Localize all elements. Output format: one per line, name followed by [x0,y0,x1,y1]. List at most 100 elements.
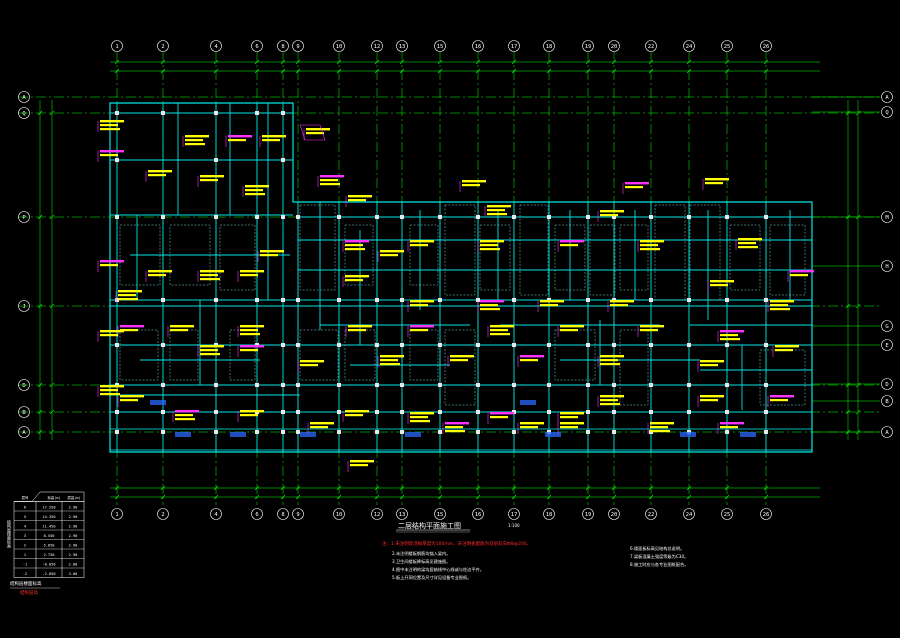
grid-bubble-label: 16 [475,512,482,518]
slab-hatch [520,400,536,405]
rebar-note-line [320,179,338,182]
rebar-note-line [600,395,624,398]
rebar-note [537,300,564,312]
rebar-note-line [410,325,434,328]
rebar-note [237,270,264,282]
rebar-note-line [610,300,634,303]
rebar-note [182,135,209,147]
room-outline [769,224,806,296]
rebar-note-line [540,304,558,307]
rebar-note [697,360,724,372]
rebar-note-line [240,410,264,413]
legend-cell: 2.90 [69,506,78,510]
rebar-note-line [650,430,670,433]
legend-cell: 2.90 [69,553,78,557]
column-node [214,430,218,434]
grid-bubble-label: 1 [115,512,118,518]
rebar-note [145,270,172,282]
notes-right-block: 6.楼面板标高见结构总说明。7.梁板混凝土强度等级为C30。8.施工时应与各专业… [630,545,688,569]
column-node [612,410,616,414]
note-line: 7.梁板混凝土强度等级为C30。 [630,554,689,559]
rebar-note-line [490,333,510,336]
rebar-note [557,412,584,424]
rebar-note-line [100,385,124,388]
rebar-note-line [770,395,794,398]
rebar-note-line [600,355,624,358]
rebar-note [303,128,330,140]
room-outline [169,224,211,286]
rebar-note-line [148,274,166,277]
column-node [161,111,165,115]
rebar-note-line [770,308,790,311]
rebar-note-line [480,248,500,251]
dim-tick [49,214,55,220]
grid-bubble [18,426,30,438]
grid-bubble [472,508,484,520]
rebar-note [257,250,284,262]
rebar-note-line [560,426,578,429]
rebar-note-line [410,412,434,415]
grid-bubble [881,339,893,351]
column-node [255,383,259,387]
grid-bubble [881,106,893,118]
grid-bubble-label: 10 [336,44,343,50]
rebar-note-line [228,135,252,138]
column-node [337,343,341,347]
column-node [612,430,616,434]
column-node [375,430,379,434]
grid-bubble [18,300,30,312]
rebar-note [557,240,584,252]
rebar-note-line [350,464,368,467]
rebar-note [197,270,224,282]
rebar-note-line [262,139,280,142]
rebar-note-line [148,270,172,273]
legend-cell: 2.80 [69,563,78,567]
rebar-note-line [410,304,428,307]
column-node [438,410,442,414]
room-outline [619,329,649,406]
rebar-note-line [320,183,340,186]
grid-bubble [251,508,263,520]
rebar-note-line [100,128,120,131]
rebar-note-line [100,330,124,333]
rebar-note [197,345,224,357]
rebar-note [637,240,664,252]
column-node [547,343,551,347]
rebar-note-line [345,414,363,417]
rebar-note [597,210,624,222]
slab-hatch [680,432,696,437]
rebar-note [342,275,369,287]
rebar-note [297,360,324,372]
grid-bubble-label: G [885,324,888,330]
legend-cell: 5.650 [44,544,55,548]
rebar-note-line [170,329,188,332]
rebar-note-line [320,175,344,178]
rebar-note [242,185,269,197]
rebar-note [717,330,744,342]
rebar-note-line [520,426,538,429]
rebar-note-line [345,410,369,413]
rebar-note-line [490,412,514,415]
grid-bubble-label: 20 [611,44,618,50]
column-node [649,410,653,414]
legend-header-cell: 层高(m) [68,495,81,500]
grid-bubble [881,211,893,223]
column-node [281,430,285,434]
grid-bubble [111,508,123,520]
grid-bubble-label: 1 [115,44,118,50]
column-node [281,215,285,219]
column-node [586,215,590,219]
rebar-note-line [600,403,620,406]
rebar-note [97,150,124,162]
rebar-note-line [240,270,264,273]
rebar-note-line [100,124,118,127]
grid-bubble-label: 18 [546,512,553,518]
column-node [214,298,218,302]
column-node [161,410,165,414]
beam-wall-outlines [109,102,813,453]
column-node [649,215,653,219]
rebar-note-line [600,210,624,213]
rebar-note-line [200,274,218,277]
rebar-note [597,395,624,407]
column-node [115,215,119,219]
